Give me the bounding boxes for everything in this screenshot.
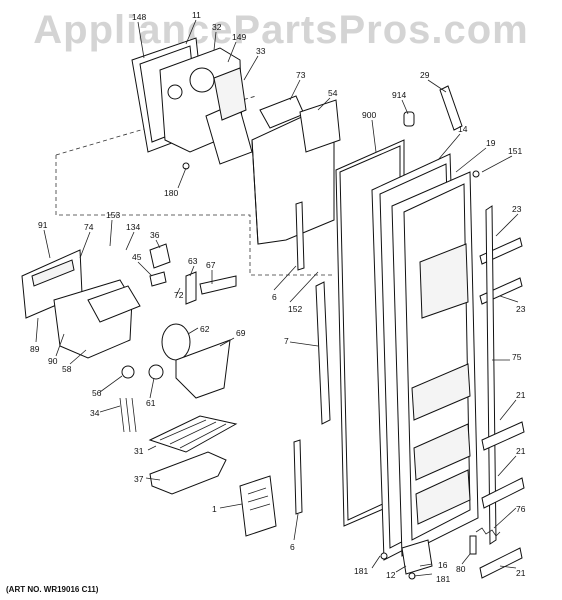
part-strip-6-upper: [295, 201, 305, 271]
label-31: 31: [134, 446, 144, 456]
part-67: [199, 275, 237, 295]
part-panel-33: [205, 67, 253, 165]
part-spring-76: [475, 527, 501, 537]
part-liner-19: [391, 171, 479, 557]
label-56: 56: [92, 388, 102, 398]
label-6-upper: 6: [272, 292, 277, 302]
part-screw-181-left: [380, 552, 388, 560]
label-76: 76: [516, 504, 526, 514]
part-56: [121, 365, 135, 379]
label-6-lower: 6: [290, 542, 295, 552]
label-21-c: 21: [516, 568, 526, 578]
part-panel-91: [21, 249, 83, 319]
label-180: 180: [164, 188, 178, 198]
label-11: 11: [192, 10, 201, 20]
label-134: 134: [126, 222, 140, 232]
label-72: 72: [174, 290, 184, 300]
label-181-left: 181: [354, 566, 368, 576]
watermark: AppliancePartsPros.com: [33, 8, 529, 52]
label-914: 914: [392, 90, 406, 100]
part-housing-58: [53, 279, 141, 359]
label-151: 151: [508, 146, 522, 156]
label-63: 63: [188, 256, 198, 266]
label-153: 153: [106, 210, 120, 220]
part-booklet-1: [239, 475, 277, 537]
label-32: 32: [212, 22, 222, 32]
label-80: 80: [456, 564, 466, 574]
label-7: 7: [284, 336, 289, 346]
part-ring-62: [161, 323, 191, 361]
label-61: 61: [146, 398, 156, 408]
label-33: 33: [256, 46, 266, 56]
label-1: 1: [212, 504, 217, 514]
label-29: 29: [420, 70, 430, 80]
label-148: 148: [132, 12, 146, 22]
label-23-lower: 23: [516, 304, 526, 314]
label-75: 75: [512, 352, 522, 362]
art-number: (ART NO. WR19016 C11): [6, 585, 99, 594]
part-strip-6-lower: [293, 439, 303, 515]
label-89: 89: [30, 344, 40, 354]
part-36: [149, 243, 171, 269]
part-rail-75: [485, 205, 497, 545]
label-62: 62: [200, 324, 210, 334]
part-screw-80: [469, 535, 477, 555]
label-34: 34: [90, 408, 100, 418]
label-67: 67: [206, 260, 216, 270]
part-61: [148, 364, 164, 380]
label-12: 12: [386, 570, 396, 580]
label-152: 152: [288, 304, 302, 314]
part-tray-37: [149, 451, 227, 495]
label-69: 69: [236, 328, 246, 338]
label-45: 45: [132, 252, 142, 262]
label-36: 36: [150, 230, 160, 240]
part-handle-7: [315, 281, 331, 425]
leader-lines: [35, 19, 519, 577]
label-21-a: 21: [516, 390, 526, 400]
label-19: 19: [486, 138, 496, 148]
label-21-b: 21: [516, 446, 526, 456]
part-grille-31: [148, 415, 238, 453]
label-181-right: 181: [436, 574, 450, 584]
label-91: 91: [38, 220, 48, 230]
label-149: 149: [232, 32, 246, 42]
part-screw-151: [472, 170, 480, 178]
assembly-outline: [55, 95, 335, 276]
label-37: 37: [134, 474, 144, 484]
label-90: 90: [48, 356, 58, 366]
label-23-upper: 23: [512, 204, 522, 214]
part-wire-34: [119, 397, 137, 433]
label-73: 73: [296, 70, 306, 80]
label-74: 74: [84, 222, 94, 232]
part-chute-69: [175, 339, 231, 399]
label-14: 14: [458, 124, 468, 134]
part-cap-914: [403, 111, 415, 127]
part-shelves-21: [479, 421, 525, 579]
label-16: 16: [438, 560, 448, 570]
part-63: [185, 271, 197, 305]
part-cover-54: [251, 95, 341, 245]
part-strip-29: [439, 85, 463, 131]
label-54: 54: [328, 88, 338, 98]
part-45: [149, 271, 167, 287]
label-58: 58: [62, 364, 72, 374]
label-900: 900: [362, 110, 376, 120]
